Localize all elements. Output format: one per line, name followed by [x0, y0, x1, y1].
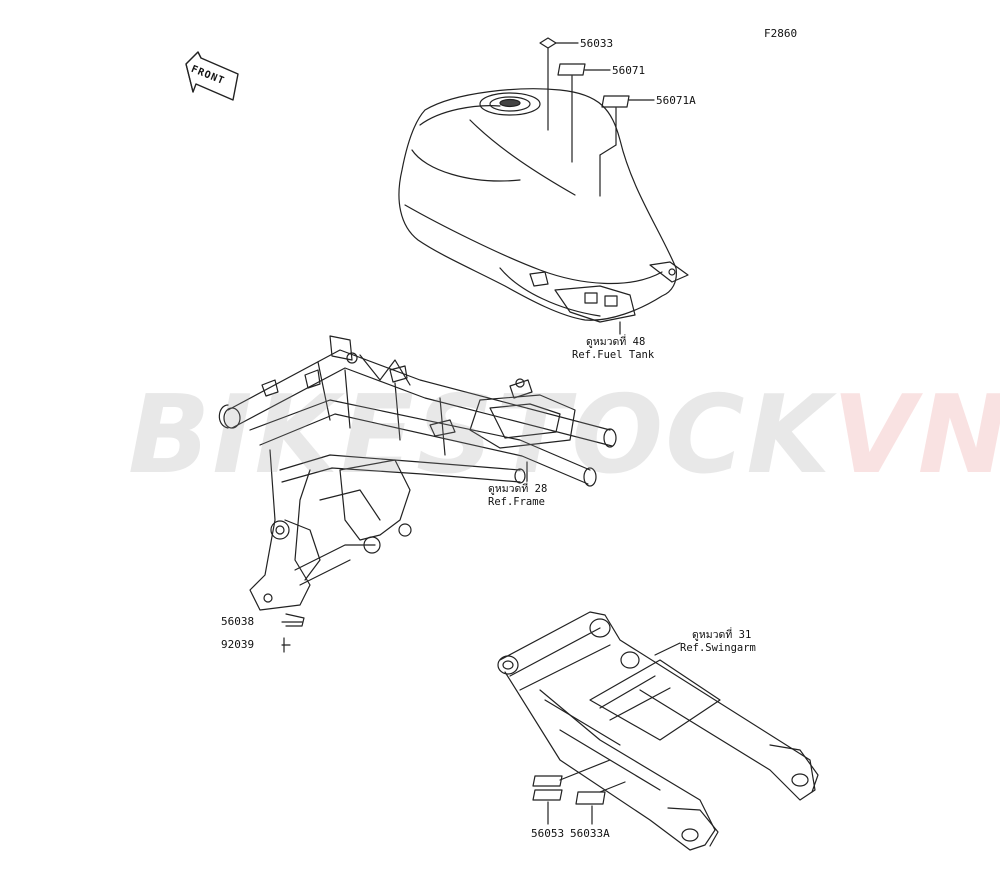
part-label-56071[interactable]: 56071	[612, 64, 646, 77]
ref-swingarm-thai: ดูหมวดที่ 31	[692, 629, 752, 641]
ref-frame[interactable]: ดูหมวดที่ 28 Ref.Frame	[488, 483, 547, 509]
part-label-56071A[interactable]: 56071A	[656, 94, 696, 107]
plate-56038-icon	[285, 613, 305, 627]
part-label-56053[interactable]: 56053	[531, 827, 565, 840]
part-label-56038[interactable]: 56038	[221, 615, 255, 628]
ref-frame-thai: ดูหมวดที่ 28	[488, 483, 548, 495]
ref-fuel-tank[interactable]: ดูหมวดที่ 48 Ref.Fuel Tank	[572, 336, 654, 362]
part-label-56033A[interactable]: 56033A	[570, 827, 610, 840]
ref-swingarm-en: Ref.Swingarm	[680, 642, 756, 654]
swingarm-drawing	[497, 611, 819, 851]
part-label-56033[interactable]: 56033	[580, 37, 614, 50]
ref-fuel-tank-en: Ref.Fuel Tank	[572, 349, 655, 361]
fuel-tank-drawing	[398, 88, 689, 323]
diagram-code: F2860	[764, 27, 798, 40]
decal-56033A-marker	[575, 781, 626, 825]
ref-frame-en: Ref.Frame	[488, 496, 545, 508]
front-arrow-icon	[185, 51, 239, 101]
decal-56033-marker	[539, 37, 579, 131]
decal-56053-marker	[532, 759, 611, 825]
part-label-92039[interactable]: 92039	[221, 638, 255, 651]
ref-swingarm[interactable]: ดูหมวดที่ 31 Ref.Swingarm	[680, 629, 756, 655]
decal-56071-marker	[557, 63, 611, 163]
frame-drawing	[218, 335, 617, 611]
decal-56071A-marker	[599, 95, 655, 197]
ref-fuel-tank-thai: ดูหมวดที่ 48	[586, 336, 646, 348]
